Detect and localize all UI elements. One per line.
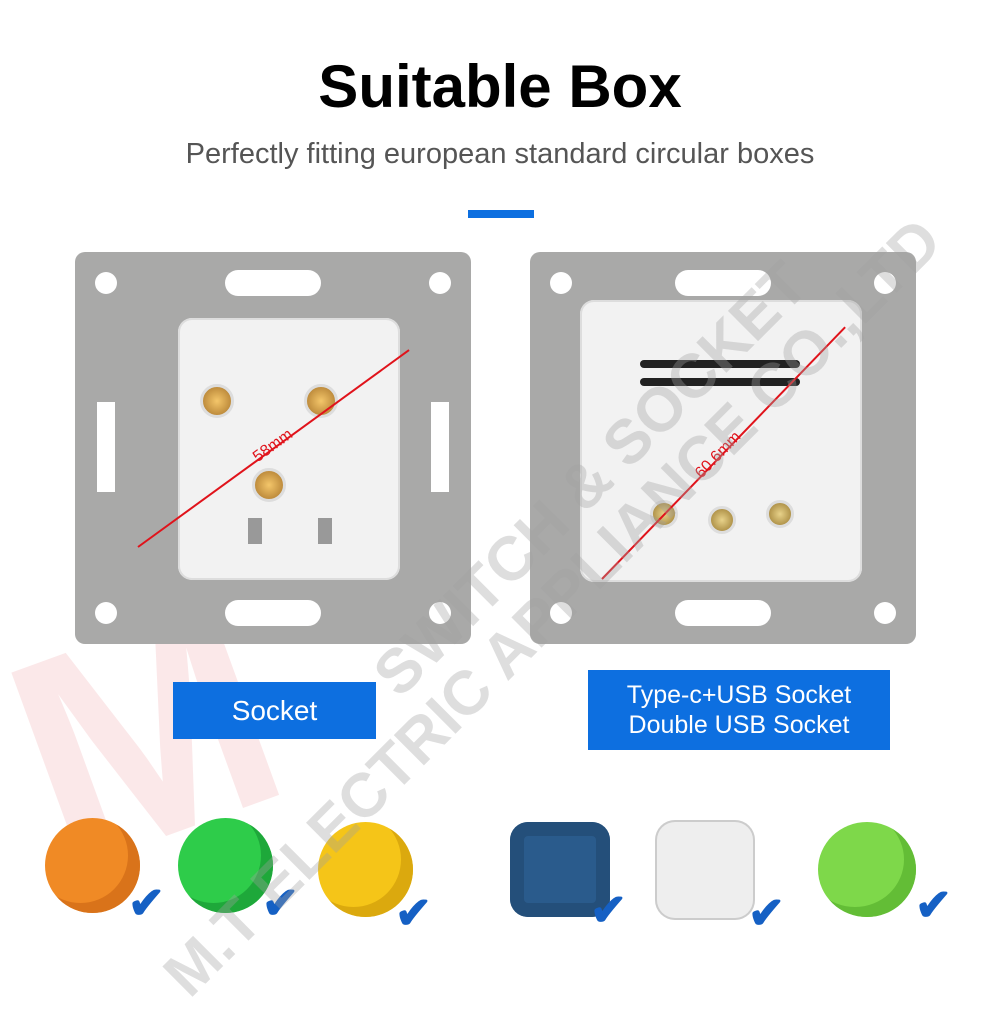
page-subtitle: Perfectly fitting european standard circ… bbox=[185, 138, 815, 170]
accent-bar bbox=[468, 210, 534, 218]
checkmark-icon: ✔ bbox=[748, 889, 785, 938]
socket-label: Socket bbox=[173, 682, 376, 739]
circular-box-orange bbox=[45, 818, 140, 913]
circular-box-lime bbox=[818, 822, 916, 917]
checkmark-icon: ✔ bbox=[128, 879, 165, 928]
checkmark-icon: ✔ bbox=[590, 886, 627, 935]
page-title: Suitable Box bbox=[318, 53, 682, 120]
circular-box-green bbox=[178, 818, 273, 913]
checkmark-icon: ✔ bbox=[915, 881, 952, 930]
circular-box-yellow bbox=[318, 822, 413, 917]
usb-socket-body bbox=[580, 300, 862, 582]
usb-socket-label-line2: Double USB Socket bbox=[628, 711, 850, 739]
circular-box-blue bbox=[510, 822, 610, 917]
checkmark-icon: ✔ bbox=[395, 889, 432, 938]
usb-socket-label-line1: Type-c+USB Socket bbox=[626, 681, 852, 709]
circular-box-white bbox=[655, 820, 755, 920]
usb-socket-label: Type-c+USB Socket Double USB Socket bbox=[588, 670, 890, 750]
socket-label-text: Socket bbox=[231, 695, 318, 726]
socket-body bbox=[178, 318, 400, 580]
checkmark-icon: ✔ bbox=[262, 879, 299, 928]
